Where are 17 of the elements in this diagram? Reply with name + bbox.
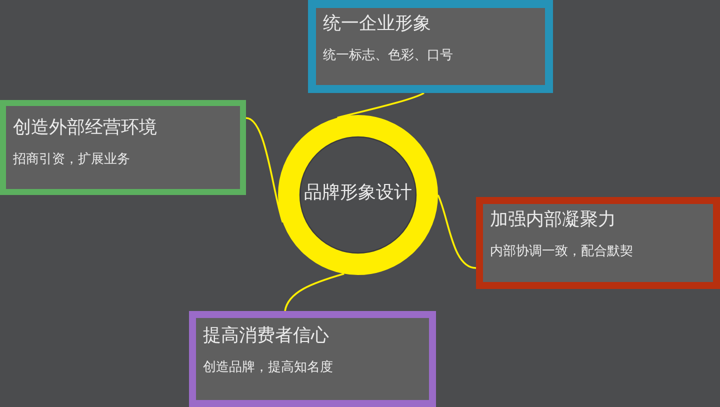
topic-box <box>476 197 720 289</box>
box-title: 加强内部凝聚力 <box>490 208 616 232</box>
connector <box>437 194 476 269</box>
box-title: 提高消费者信心 <box>203 324 329 348</box>
box-text: 内部协调一致，配合默契 <box>490 243 633 261</box>
box-title: 统一企业形象 <box>323 12 431 36</box>
box-title: 创造外部经营环境 <box>13 116 157 140</box>
box-text: 统一标志、色彩、口号 <box>323 47 453 65</box>
connector <box>246 117 284 223</box>
topic-box <box>0 100 246 195</box>
box-text: 创造品牌，提高知名度 <box>203 359 333 377</box>
connector <box>337 92 424 119</box>
topic-box <box>189 311 436 407</box>
topic-box <box>308 0 553 93</box>
center-label: 品牌形象设计 <box>304 182 412 204</box>
connector <box>284 272 344 312</box>
box-text: 招商引资，扩展业务 <box>13 151 130 169</box>
